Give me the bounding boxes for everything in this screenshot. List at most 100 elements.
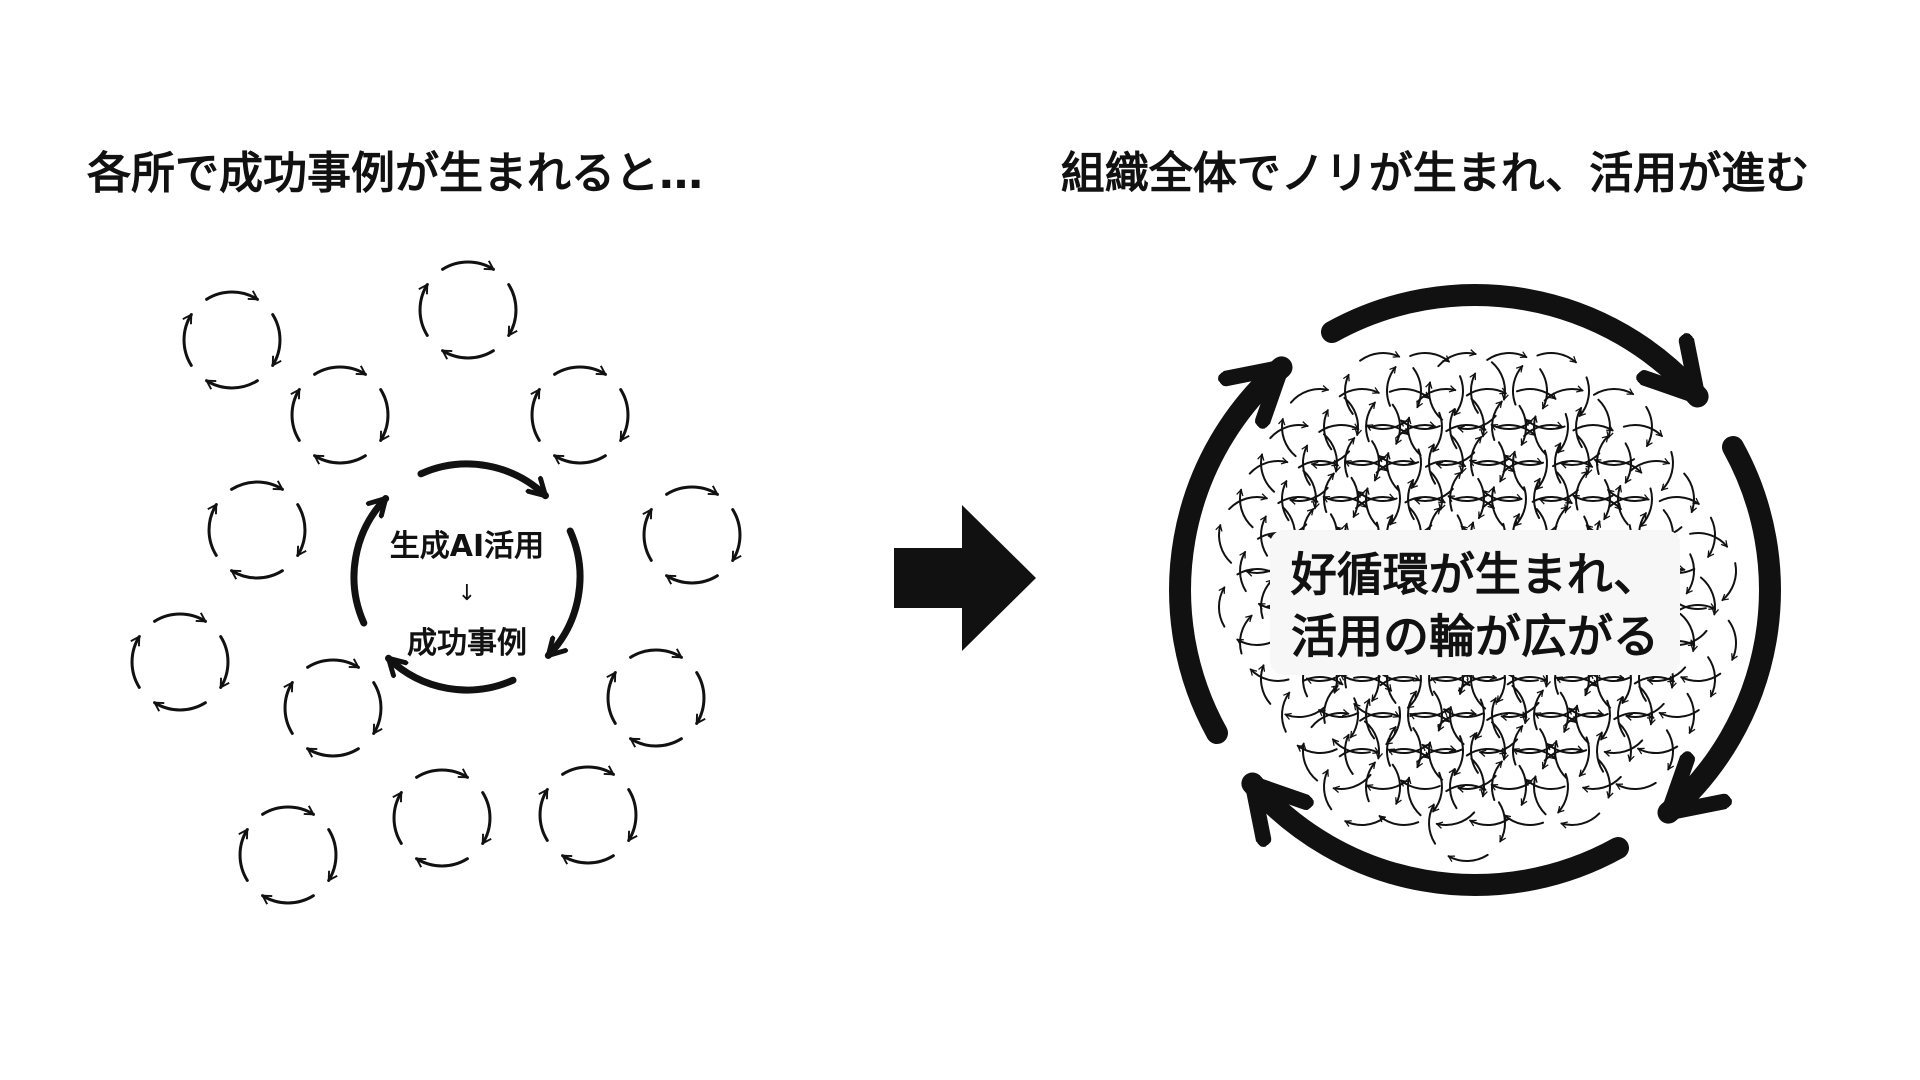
right-label-line2: 活用の輪が広がる: [1291, 610, 1659, 664]
dense-cycle-icon: [1342, 710, 1424, 792]
cycle-arrow-segment: [1600, 699, 1611, 741]
cycle-arrow-segment: [1338, 747, 1380, 758]
cycle-arrow-segment: [1228, 493, 1269, 511]
cycle-arrow-segment: [1412, 727, 1424, 769]
cycle-arrow-segment: [1679, 612, 1698, 653]
cycle-arrow-segment: [417, 460, 549, 500]
cycle-arrow-segment: [1429, 470, 1446, 511]
cycle-arrow-segment: [1332, 773, 1372, 793]
cycle-arrow-segment: [1660, 450, 1674, 491]
cycle-arrow-segment: [1383, 451, 1401, 492]
center-label-line2: 成功事例: [407, 626, 527, 661]
cycle-arrow-segment: [1284, 706, 1325, 720]
cycle-arrow-segment: [1299, 742, 1319, 782]
cycle-arrow-segment: [1297, 459, 1339, 469]
cycle-arrow-segment: [1613, 711, 1655, 721]
cycle-arrow-segment: [1465, 387, 1507, 397]
big-cycle-icon: [1169, 284, 1781, 896]
cycle-arrow-segment: [1365, 401, 1376, 443]
cycle-arrow-segment: [1474, 698, 1485, 740]
dense-cycle-icon: [1323, 676, 1401, 754]
cycle-arrow-segment: [1533, 689, 1544, 731]
cycle-arrow-segment: [1686, 692, 1696, 734]
cycle-arrow-segment: [1603, 739, 1644, 757]
cycle-arrow-segment: [1511, 684, 1530, 725]
cycle-arrow-segment: [1453, 735, 1464, 776]
right-label-box: [1270, 530, 1680, 675]
cycle-arrow-segment: [561, 765, 616, 776]
cycle-arrow-segment: [642, 507, 653, 562]
cycle-arrow-segment: [1404, 416, 1422, 457]
cycle-arrow-segment: [1482, 493, 1523, 509]
cycle-arrow-segment: [1323, 684, 1339, 724]
cycle-arrow-segment: [1597, 398, 1614, 439]
cycle-arrow-segment: [1482, 489, 1523, 502]
cycle-arrow-segment: [1258, 664, 1272, 705]
cycle-arrow-segment: [1400, 419, 1441, 430]
cycle-arrow-segment: [1289, 385, 1330, 404]
cycle-arrow-segment: [271, 313, 282, 368]
cycle-arrow-segment: [1257, 453, 1276, 493]
cycle-arrow-segment: [1437, 349, 1477, 368]
cycle-arrow-segment: [1560, 452, 1601, 469]
cycle-arrow-segment: [1318, 423, 1360, 433]
cycle-arrow-segment: [1362, 487, 1379, 528]
cycle-arrow-segment: [1629, 457, 1671, 472]
cycle-arrow-segment: [130, 634, 141, 689]
cycle-arrow-segment: [553, 365, 608, 376]
cycle-arrow-segment: [1525, 778, 1566, 790]
cycle-arrow-segment: [1447, 853, 1489, 863]
cycle-arrow-segment: [1581, 775, 1622, 793]
cycle-arrow-segment: [1536, 712, 1577, 724]
cycle-arrow-segment: [1310, 709, 1350, 729]
cycle-arrow-segment: [1568, 707, 1609, 718]
cycle-arrow-segment: [1321, 284, 1709, 408]
cycle-arrow-segment: [1512, 725, 1524, 766]
cycle-arrow-segment: [1379, 674, 1421, 687]
cycle-arrow-segment: [306, 658, 361, 669]
cycle-arrow-segment: [1445, 783, 1487, 793]
cycle-arrow-segment: [1609, 494, 1650, 508]
cycle-arrow-segment: [1491, 760, 1503, 801]
small-cycle-icon: [530, 365, 630, 465]
dense-cycle-icon: [1427, 783, 1507, 863]
cycle-arrow-segment: [1322, 769, 1333, 811]
cycle-arrow-segment: [1249, 668, 1290, 682]
small-cycle-icon: [207, 480, 307, 580]
cycle-arrow-segment: [1514, 486, 1527, 527]
cycle-arrow-segment: [1592, 388, 1635, 396]
cycle-arrow-segment: [1425, 741, 1444, 781]
cycle-arrow-segment: [305, 747, 360, 758]
dense-cycle-icon: [1512, 352, 1590, 430]
cycle-arrow-segment: [1318, 709, 1360, 719]
cycle-arrow-segment: [1560, 812, 1601, 829]
cycle-arrow-segment: [1465, 747, 1507, 757]
dense-cycle-icon: [1491, 748, 1569, 826]
cycle-arrow-segment: [1530, 775, 1547, 816]
cycle-arrow-segment: [665, 485, 720, 496]
cycle-arrow-segment: [1572, 424, 1614, 432]
cycle-arrow-segment: [1355, 493, 1396, 510]
cycle-arrow-segment: [1617, 722, 1635, 763]
cycle-arrow-segment: [1371, 440, 1381, 482]
cycle-arrow-segment: [229, 569, 284, 580]
cycle-arrow-segment: [1477, 477, 1485, 520]
dense-cycle-icon: [1512, 712, 1590, 790]
cycle-arrow-segment: [261, 805, 316, 816]
cycle-arrow-segment: [204, 379, 259, 390]
cycle-arrow-segment: [1241, 772, 1629, 896]
cycle-arrow-segment: [1453, 375, 1464, 416]
cycle-arrow-segment: [1595, 731, 1605, 773]
small-cycle-icon: [392, 768, 492, 868]
cycle-arrow-segment: [207, 502, 218, 557]
cycle-arrow-segment: [1350, 476, 1360, 518]
cycle-arrow-segment: [1323, 472, 1335, 513]
cycle-arrow-segment: [1339, 673, 1381, 682]
cycle-arrow-segment: [1680, 672, 1722, 683]
cycle-arrow-segment: [1543, 385, 1584, 402]
cycle-arrow-segment: [1539, 368, 1549, 410]
cycle-arrow-segment: [1470, 436, 1483, 477]
cycle-arrow-segment: [1497, 801, 1507, 843]
cycle-arrow-segment: [552, 454, 607, 465]
